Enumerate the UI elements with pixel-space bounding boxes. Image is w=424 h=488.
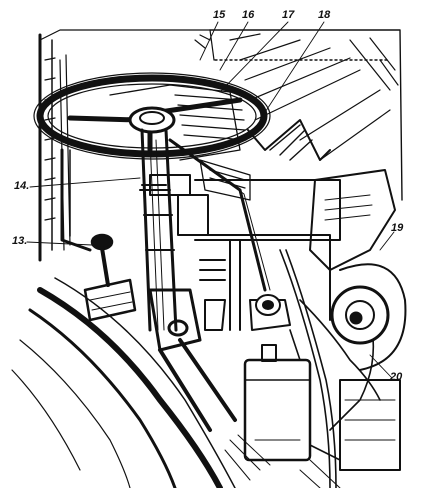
rear-fender [37,287,223,488]
bulkhead-panel [194,179,341,331]
junction-block [339,379,401,471]
callout-leaders [26,21,395,379]
steering-wheel-hub [128,106,176,134]
callout-label-18: 18 [318,9,331,21]
callout-label-15: 15 [213,9,226,21]
callout-label-16: 16 [242,9,255,21]
callout-label-20: 20 [390,371,403,383]
callout-label-13: 13. [12,235,28,247]
callout-label-19: 19 [391,222,404,234]
cab-background-hatching [38,29,399,262]
callout-label-17: 17 [282,9,295,21]
throttle-rod [168,138,267,292]
door-frame [60,148,92,252]
pedal-mechanism [249,294,291,331]
steering-gearbox [148,288,237,432]
gauge-dial [330,285,390,345]
callout-label-14: 14. [14,180,30,192]
steering-wheel [36,74,268,158]
right-side-panel [309,169,407,371]
rear-window [209,29,403,201]
gear-lever [83,233,137,322]
steering-column [139,128,209,332]
floor-hatching [224,434,341,488]
regulator-box [243,344,312,462]
